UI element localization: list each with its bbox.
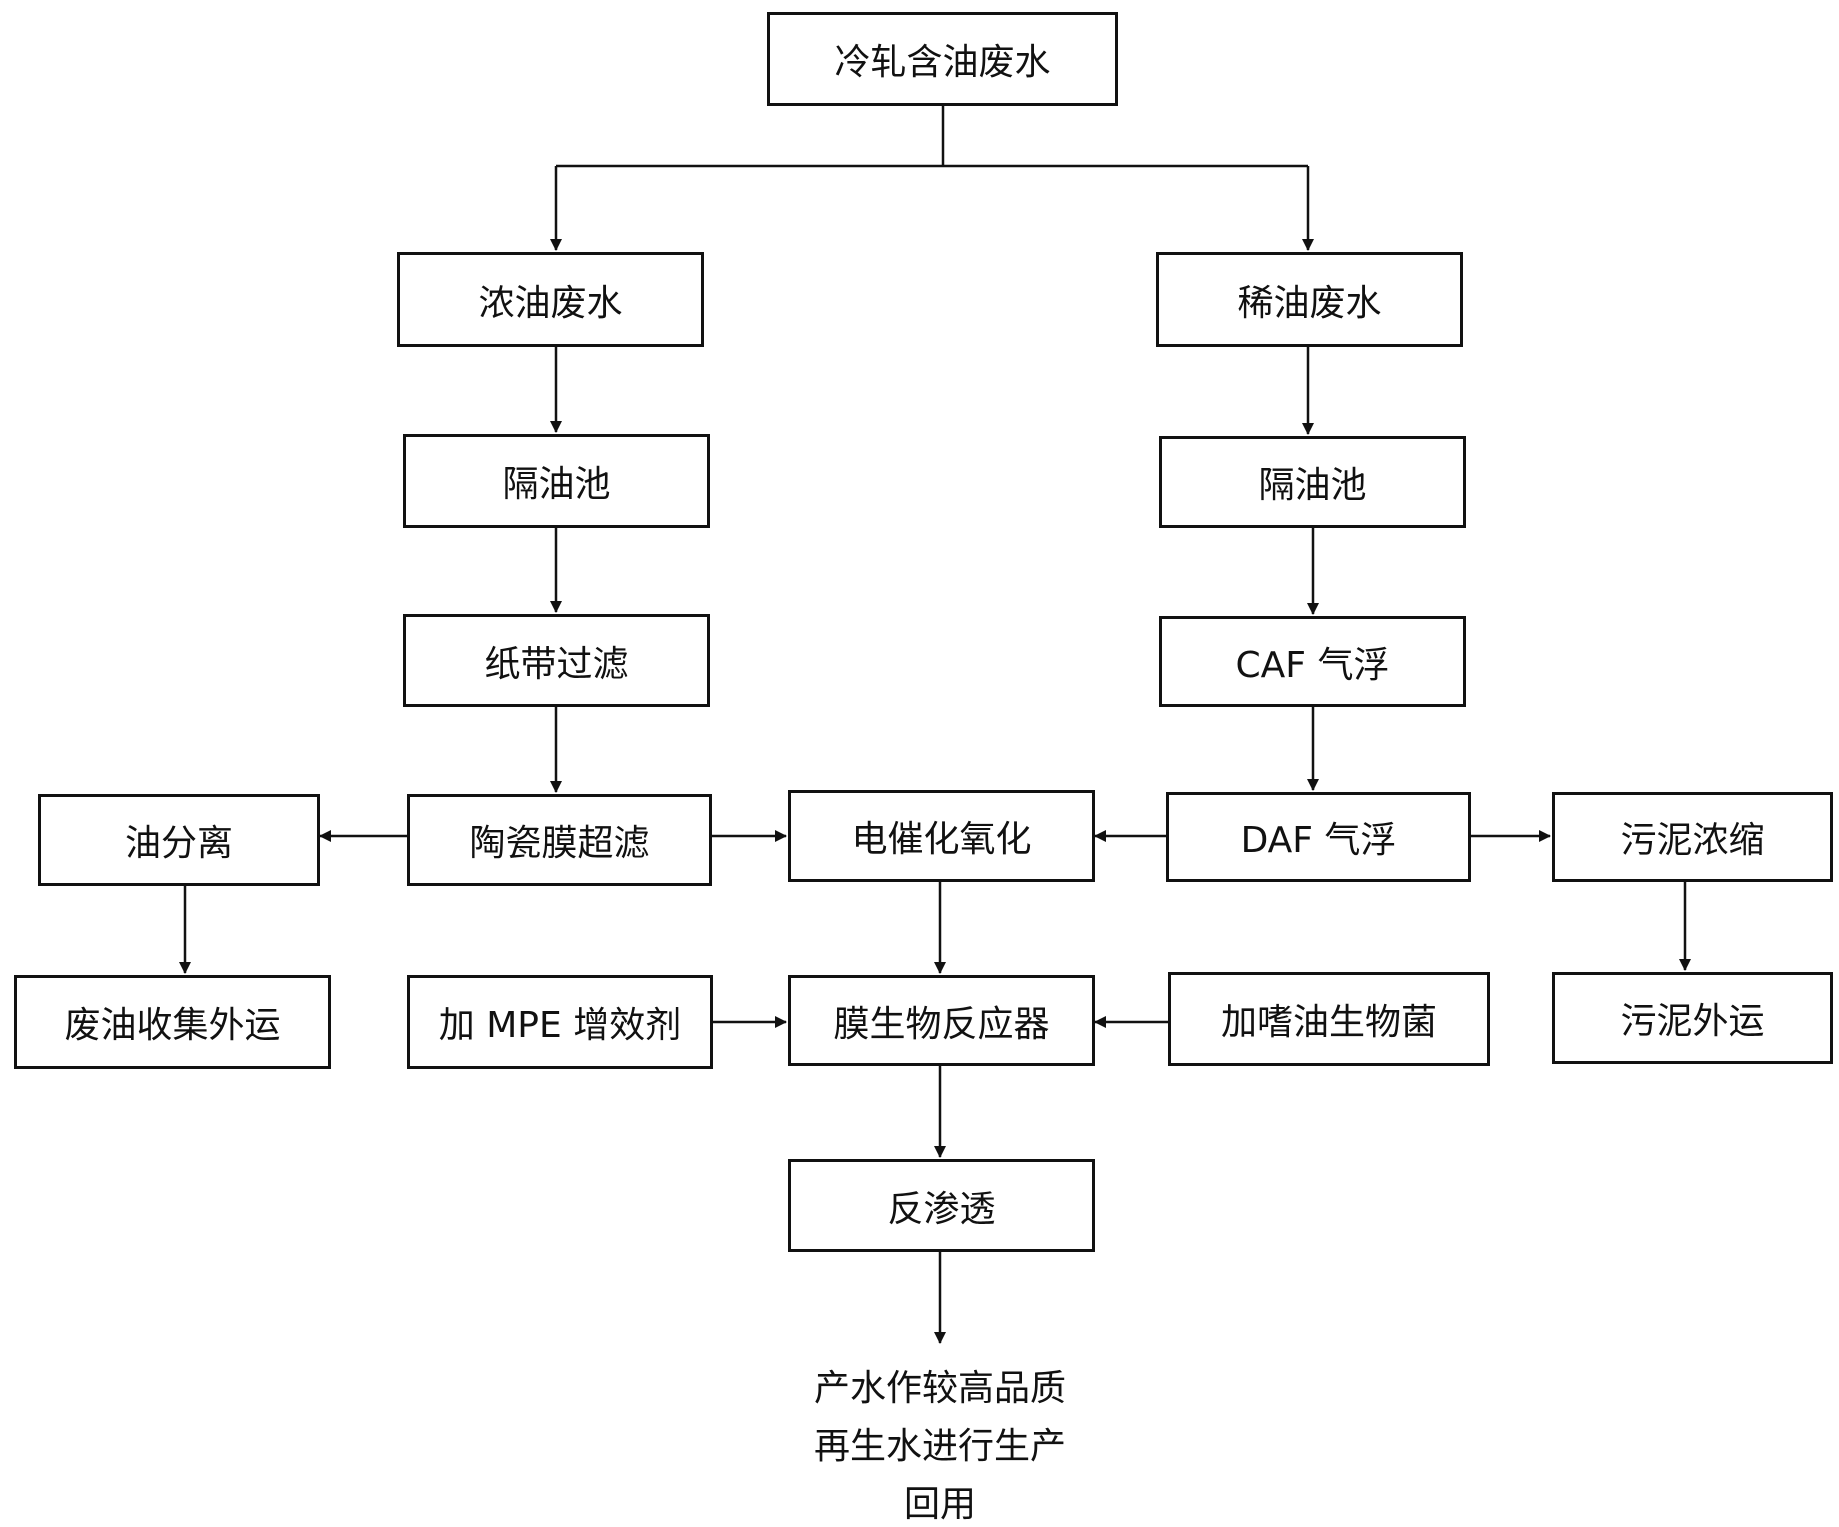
node-source-wastewater: 冷轧含油废水: [767, 12, 1118, 106]
node-add-mpe-enhancer: 加 MPE 增效剂: [407, 975, 713, 1069]
node-membrane-bioreactor: 膜生物反应器: [788, 975, 1095, 1066]
node-paper-belt-filter: 纸带过滤: [403, 614, 710, 707]
outcome-line-1: 产水作较高品质: [813, 1368, 1066, 1409]
outcome-text: 产水作较高品质 再生水进行生产 回用: [740, 1360, 1140, 1527]
node-ceramic-membrane-uf: 陶瓷膜超滤: [407, 794, 712, 886]
node-add-oil-eating-bacteria: 加嗜油生物菌: [1168, 972, 1490, 1066]
node-caf-flotation: CAF 气浮: [1159, 616, 1466, 707]
node-sludge-disposal: 污泥外运: [1552, 972, 1833, 1064]
node-sludge-thickening: 污泥浓缩: [1552, 792, 1833, 882]
node-oil-separator-right: 隔油池: [1159, 436, 1466, 528]
node-oil-separation: 油分离: [38, 794, 320, 886]
node-dilute-oil-wastewater: 稀油废水: [1156, 252, 1463, 347]
node-electrocatalytic-oxidation: 电催化氧化: [788, 790, 1095, 882]
node-reverse-osmosis: 反渗透: [788, 1159, 1095, 1252]
outcome-line-3: 回用: [903, 1484, 976, 1525]
node-concentrated-oil-wastewater: 浓油废水: [397, 252, 704, 347]
node-waste-oil-collection: 废油收集外运: [14, 975, 331, 1069]
node-daf-flotation: DAF 气浮: [1166, 792, 1471, 882]
outcome-line-2: 再生水进行生产: [813, 1426, 1066, 1467]
node-oil-separator-left: 隔油池: [403, 434, 710, 528]
